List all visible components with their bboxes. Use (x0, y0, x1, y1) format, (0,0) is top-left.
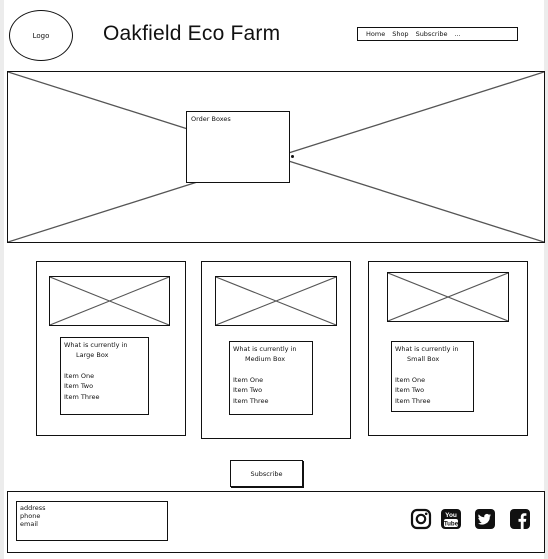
nav-item-subscribe[interactable]: Subscribe (415, 30, 448, 38)
list-item: Item Three (395, 396, 431, 405)
medium-box-image (215, 276, 337, 326)
large-box-contents: What is currently in Large Box Item One … (60, 337, 149, 415)
medium-box-contents: What is currently in Medium Box Item One… (229, 341, 313, 415)
box-size: Large Box (76, 351, 109, 360)
instagram-icon[interactable] (410, 508, 432, 530)
footer-phone: phone (20, 512, 41, 521)
small-box-contents: What is currently in Small Box Item One … (391, 341, 474, 412)
image-placeholder-cross (388, 273, 508, 321)
list-item: Item Three (233, 396, 269, 405)
box-heading: What is currently in (395, 345, 459, 353)
twitter-icon[interactable] (474, 508, 496, 530)
list-item: Item Two (395, 386, 425, 395)
svg-text:You: You (445, 512, 457, 519)
image-placeholder-cross (216, 277, 336, 325)
order-boxes-panel[interactable]: Order Boxes (186, 111, 290, 183)
facebook-icon[interactable] (509, 508, 531, 530)
logo-label: Logo (32, 31, 50, 40)
image-placeholder-cross (50, 277, 169, 325)
list-item: Item Three (64, 392, 100, 401)
footer (7, 491, 545, 553)
large-box-image (49, 276, 170, 326)
list-item: Item One (64, 371, 95, 380)
list-item: Item Two (233, 386, 263, 395)
subscribe-button[interactable]: Subscribe (230, 460, 303, 487)
subscribe-button-label: Subscribe (250, 469, 283, 478)
footer-email: email (20, 520, 38, 529)
window-gutter-right (544, 0, 548, 559)
nav-item-more[interactable]: ... (454, 30, 461, 38)
box-heading: What is currently in (233, 345, 297, 353)
site-title: Oakfield Eco Farm (103, 22, 281, 45)
list-item: Item One (233, 375, 264, 384)
footer-contact-box: address phone email (16, 501, 168, 541)
window-gutter-left (0, 0, 4, 559)
nav-item-shop[interactable]: Shop (392, 30, 409, 38)
order-boxes-label: Order Boxes (191, 115, 231, 123)
logo[interactable]: Logo (9, 10, 73, 61)
box-size: Medium Box (245, 355, 286, 364)
footer-address: address (20, 504, 46, 512)
top-nav: Home Shop Subscribe ... (357, 27, 518, 41)
resize-handle-dot (291, 155, 294, 158)
nav-item-home[interactable]: Home (366, 30, 386, 38)
svg-text:Tube: Tube (444, 520, 459, 527)
box-heading: What is currently in (64, 341, 128, 349)
youtube-icon[interactable]: You Tube (440, 508, 462, 530)
list-item: Item Two (64, 382, 94, 391)
small-box-image (387, 272, 509, 322)
box-size: Small Box (407, 355, 440, 364)
list-item: Item One (395, 375, 426, 384)
